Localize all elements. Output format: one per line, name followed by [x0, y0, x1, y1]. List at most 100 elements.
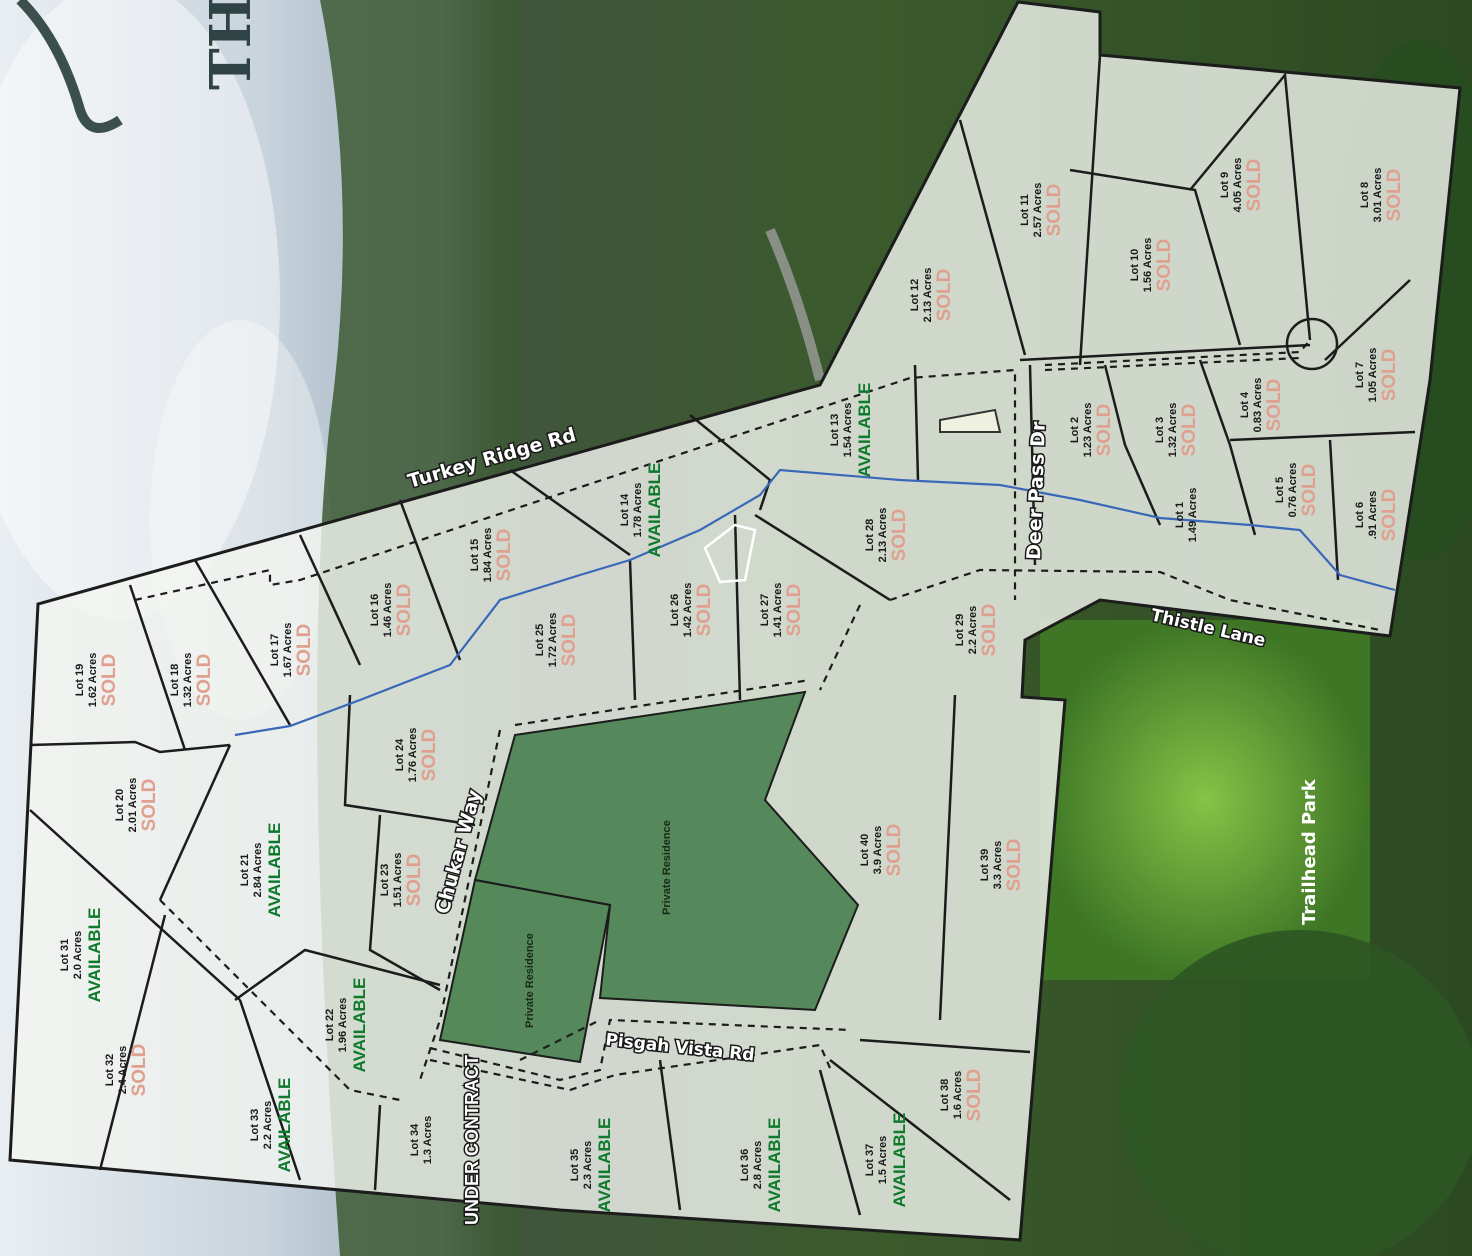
- tree-cluster: [1120, 930, 1472, 1256]
- lot-number: Lot 20: [114, 789, 126, 821]
- lot-acreage: 1.3 Acres: [422, 1116, 434, 1165]
- lot-acreage: 2.2 Acres: [967, 606, 979, 655]
- lot-lines: [29, 54, 1416, 1216]
- lot-acreage: 3.9 Acres: [872, 826, 884, 875]
- cloud: [0, 0, 280, 620]
- lot-number: Lot 13: [829, 414, 841, 446]
- lot-status: SOLD: [129, 1044, 150, 1097]
- lot-status: SOLD: [784, 584, 805, 637]
- lot-number: Lot 31: [59, 939, 71, 971]
- lot-acreage: 0.76 Acres: [1287, 463, 1299, 518]
- lot-number: Lot 3: [1154, 417, 1166, 443]
- lot-number: Lot 18: [169, 664, 181, 696]
- lot-acreage: 1.56 Acres: [1142, 238, 1154, 293]
- pond: [939, 408, 1002, 433]
- lot-status: AVAILABLE: [85, 908, 104, 1003]
- lot-status: SOLD: [99, 654, 120, 707]
- lot-status: SOLD: [1154, 239, 1175, 292]
- lot-number: Lot 33: [249, 1109, 261, 1141]
- lot-number: Lot 40: [859, 834, 871, 866]
- lot-status: AVAILABLE: [265, 823, 284, 918]
- lot-status: SOLD: [294, 624, 315, 677]
- lot-number: Lot 25: [534, 624, 546, 656]
- lot-number: Lot 28: [864, 519, 876, 551]
- creek-line: [234, 468, 1396, 737]
- lot-status: AVAILABLE: [855, 383, 874, 478]
- lot-status: SOLD: [979, 604, 1000, 657]
- lot-acreage: 2.4 Acres: [117, 1046, 129, 1095]
- lot-number: Lot 32: [104, 1054, 116, 1086]
- lot-status: AVAILABLE: [645, 463, 664, 558]
- lot-acreage: 1.32 Acres: [1167, 403, 1179, 458]
- lot-acreage: 2.2 Acres: [262, 1101, 274, 1150]
- lot-number: Lot 4: [1239, 391, 1251, 418]
- lot-acreage: 1.96 Acres: [337, 998, 349, 1053]
- lot-acreage: 1.5 Acres: [877, 1136, 889, 1185]
- lot-acreage: 1.05 Acres: [1367, 348, 1379, 403]
- lot-acreage: 2.13 Acres: [877, 508, 889, 563]
- lot-acreage: 1.6 Acres: [952, 1071, 964, 1120]
- lot-acreage: 1.32 Acres: [182, 653, 194, 708]
- brand-letters: TH: [198, 0, 264, 90]
- cul-de-sac: [1285, 317, 1339, 371]
- lot-status: SOLD: [1384, 169, 1405, 222]
- road-edges: [134, 339, 1381, 1102]
- private-residence-label: Private Residence: [524, 933, 536, 1028]
- lot-acreage: 1.67 Acres: [282, 623, 294, 678]
- lot-number: Lot 10: [1129, 249, 1141, 281]
- lot-status: SOLD: [394, 584, 415, 637]
- lot-number: Lot 27: [759, 594, 771, 626]
- gravel-road: [765, 228, 825, 382]
- lot-acreage: 1.23 Acres: [1082, 403, 1094, 458]
- lot-number: Lot 5: [1274, 477, 1286, 503]
- lot-status: SOLD: [494, 529, 515, 582]
- lot-number: Lot 7: [1354, 362, 1366, 388]
- lot-status: SOLD: [1244, 159, 1265, 212]
- lot-status: SOLD: [419, 729, 440, 782]
- lot-number: Lot 24: [394, 738, 406, 771]
- lot-status: SOLD: [559, 614, 580, 667]
- lot-acreage: 2.84 Acres: [252, 843, 264, 898]
- lot-status: SOLD: [964, 1069, 985, 1122]
